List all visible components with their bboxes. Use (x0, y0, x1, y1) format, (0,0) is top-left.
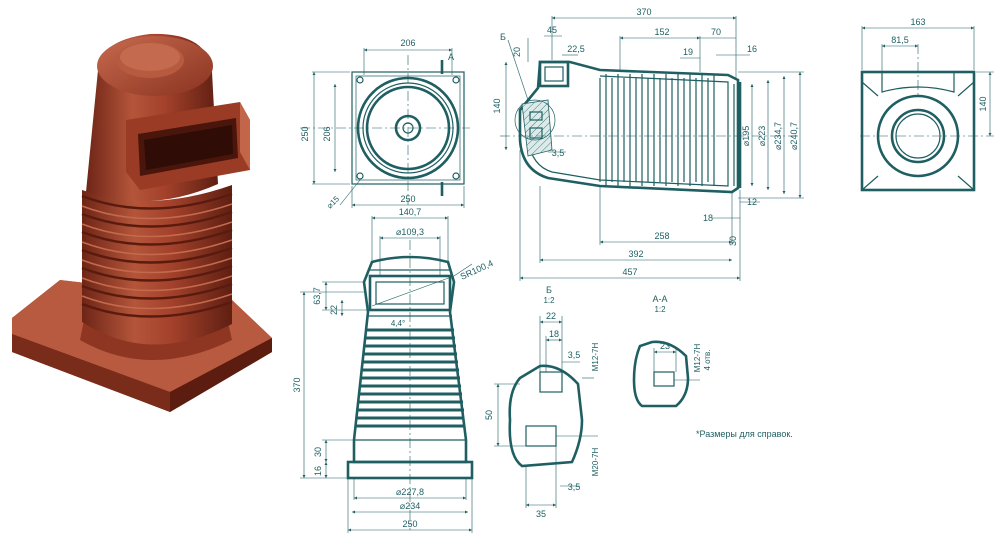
side-section-view (500, 16, 804, 281)
end-view (860, 26, 994, 192)
detail-b-scale: 1:2 (543, 296, 555, 305)
detail-b-view (494, 316, 598, 508)
top-view-hole-dia: ⌀15 (325, 194, 341, 210)
front-dim-d227-8: ⌀227,8 (396, 487, 424, 497)
detail-b-thread-m20: М20-7Н (591, 448, 600, 477)
detail-b-dim-3-5-top: 3,5 (568, 350, 581, 360)
side-dim-d223: ⌀223 (757, 126, 767, 146)
side-dim-392: 392 (628, 249, 643, 259)
section-aa-thread: М12-7Н (693, 344, 702, 373)
top-view-dim-206: 206 (400, 38, 415, 48)
front-dim-angle: 4,4° (391, 319, 405, 328)
top-view-dim-206-side: 206 (322, 126, 332, 141)
detail-b-title: Б (546, 285, 552, 295)
side-dim-12: 12 (747, 197, 757, 207)
section-aa-dim-23: 23 (660, 341, 670, 351)
side-dim-d240-7: ⌀240,7 (789, 122, 799, 150)
side-dim-370: 370 (636, 7, 651, 17)
side-ribs (599, 74, 715, 186)
front-dim-d234: ⌀234 (400, 501, 420, 511)
reference-dimensions-note: *Размеры для справок. (696, 429, 793, 439)
side-dim-18: 18 (703, 213, 713, 223)
side-dim-19: 19 (683, 47, 693, 57)
top-view-dim-250-bottom: 250 (400, 194, 415, 204)
bushing-3d-render (12, 33, 272, 412)
section-aa-view (632, 340, 700, 408)
side-dim-16: 16 (747, 44, 757, 54)
side-dim-152: 152 (654, 27, 669, 37)
front-dim-30: 30 (313, 447, 323, 457)
front-dim-140-7: 140,7 (399, 207, 422, 217)
end-dim-81-5: 81,5 (891, 35, 909, 45)
front-dim-16: 16 (313, 466, 323, 476)
body-ribs (81, 192, 233, 318)
detail-b-dim-50: 50 (484, 410, 494, 420)
side-dim-140: 140 (492, 98, 502, 113)
front-dim-sr100-4: SR100,4 (459, 258, 495, 282)
detail-b-dim-18: 18 (549, 329, 559, 339)
front-dim-250: 250 (402, 519, 417, 529)
top-view (300, 48, 470, 208)
side-dim-70: 70 (711, 27, 721, 37)
top-view-section-mark: А (448, 52, 454, 62)
side-dim-258: 258 (654, 231, 669, 241)
detail-b-dim-35: 35 (536, 509, 546, 519)
side-dim-457: 457 (622, 267, 637, 277)
side-dim-20: 20 (512, 47, 522, 57)
section-aa-scale: 1:2 (654, 305, 666, 314)
section-aa-title: А-А (652, 294, 667, 304)
side-dim-d195: ⌀195 (741, 126, 751, 146)
front-dim-370: 370 (292, 377, 302, 392)
detail-b-dim-3-5-bottom: 3,5 (568, 482, 581, 492)
side-dim-30: 30 (728, 236, 738, 246)
front-view (300, 216, 474, 533)
detail-b-dim-22: 22 (546, 311, 556, 321)
end-dim-140: 140 (978, 96, 988, 111)
side-section-mark: Б (500, 32, 506, 42)
end-dim-163: 163 (910, 17, 925, 27)
side-dim-45: 45 (547, 25, 557, 35)
top-view-dim-250-side: 250 (300, 126, 310, 141)
side-dim-3-5: 3,5 (552, 148, 565, 158)
detail-b-thread-m12: М12-7Н (591, 343, 600, 372)
section-aa-holes: 4 отв. (703, 349, 712, 370)
front-dim-63-7: 63,7 (312, 287, 322, 305)
front-dim-22: 22 (329, 305, 339, 315)
side-dim-22-5: 22,5 (567, 44, 585, 54)
side-dim-d234-7: ⌀234,7 (773, 122, 783, 150)
front-dim-d109-3: ⌀109,3 (396, 227, 424, 237)
